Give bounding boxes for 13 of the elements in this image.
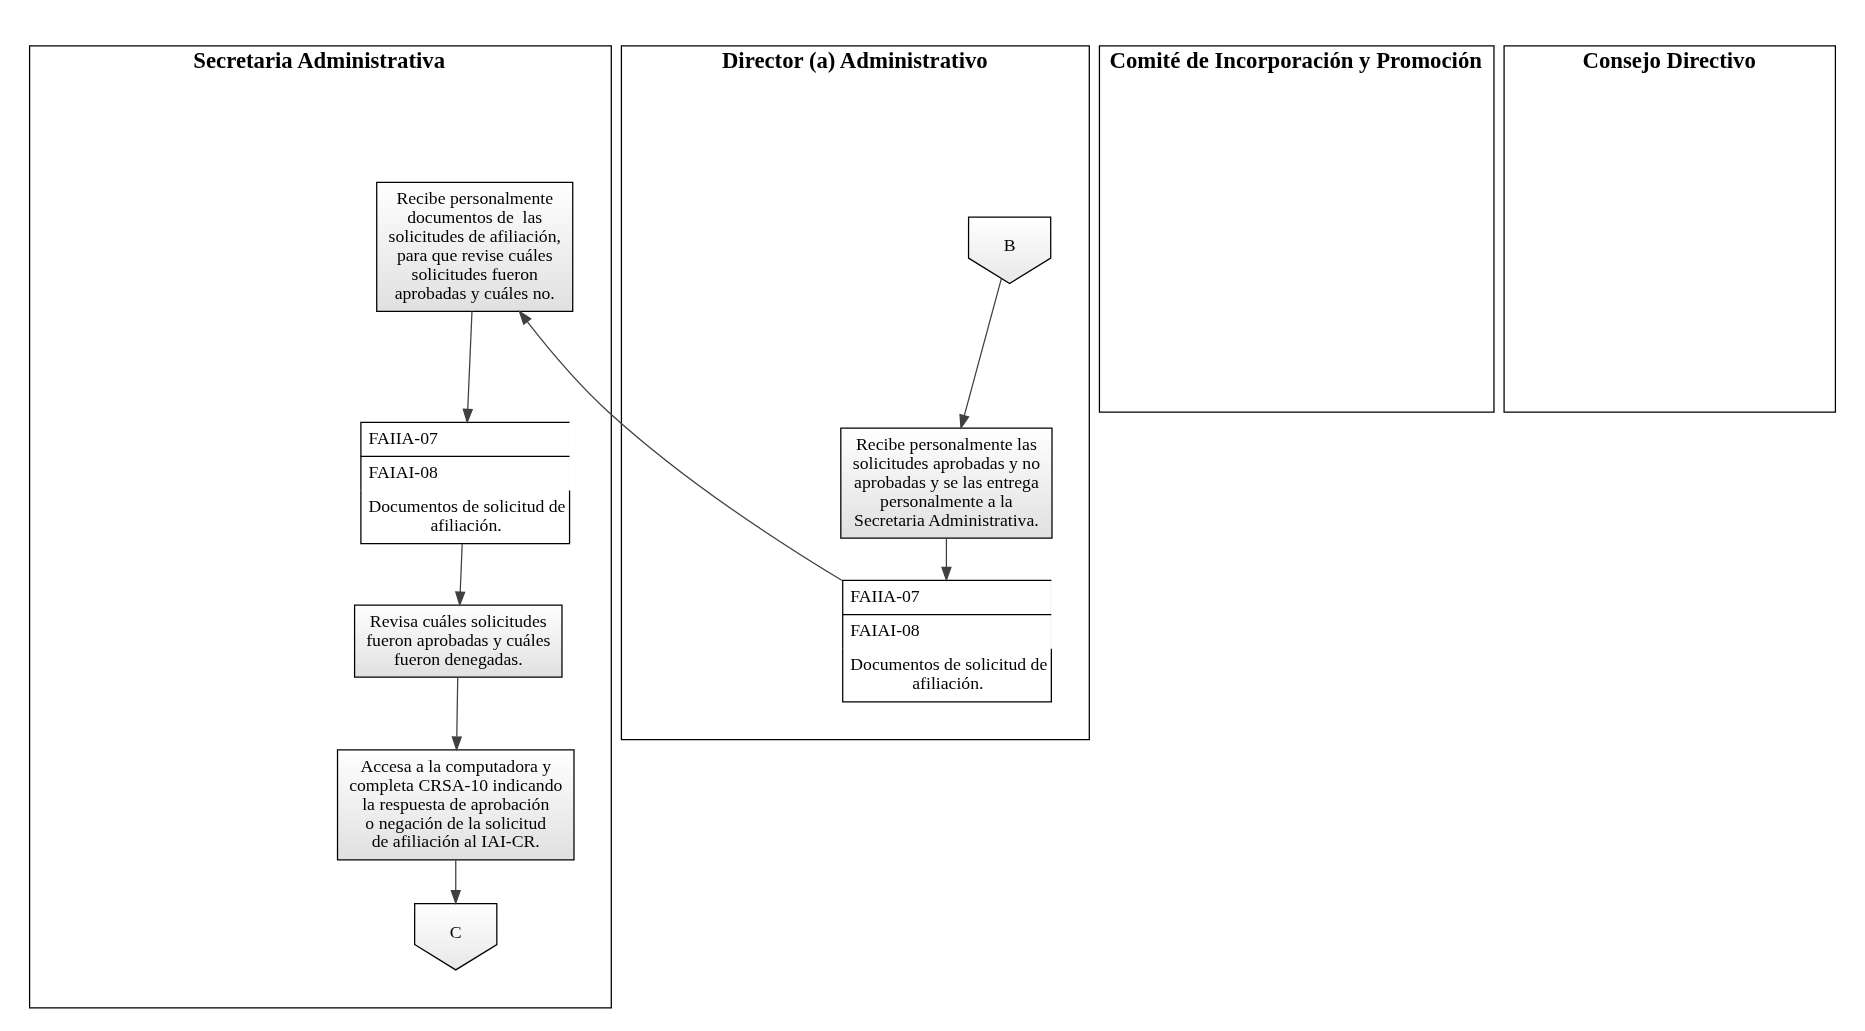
arrow bbox=[454, 542, 466, 607]
arrow bbox=[462, 310, 474, 424]
node-box: Accesa a la computadora y completa CRSA-10 indicando la respuesta de aprobación o negación de la solicitud de afiliación al IAI-CR. bbox=[336, 748, 575, 860]
node-box: Recibe personalmente las solicitudes aprobadas y no aprobadas y se las entrega personalmente a la Secretaria Administrativa. bbox=[840, 426, 1053, 539]
node-box: Comité de Incorporación y Promoción bbox=[1098, 44, 1495, 413]
node-box: Revisa cuáles solicitudes fueron aprobadas y cuáles fueron denegadas. bbox=[353, 603, 563, 678]
arrow bbox=[450, 859, 462, 905]
node-box: Consejo Directivo bbox=[1503, 44, 1837, 413]
arrow bbox=[451, 676, 463, 752]
arrow bbox=[959, 277, 1002, 430]
node-box: Recibe personalmente documentos de las solicitudes de afiliación, para que revise cuáles solicitudes fueron aprobadas y cuáles no. bbox=[376, 181, 574, 312]
arrow bbox=[518, 309, 843, 581]
arrow bbox=[941, 537, 952, 582]
